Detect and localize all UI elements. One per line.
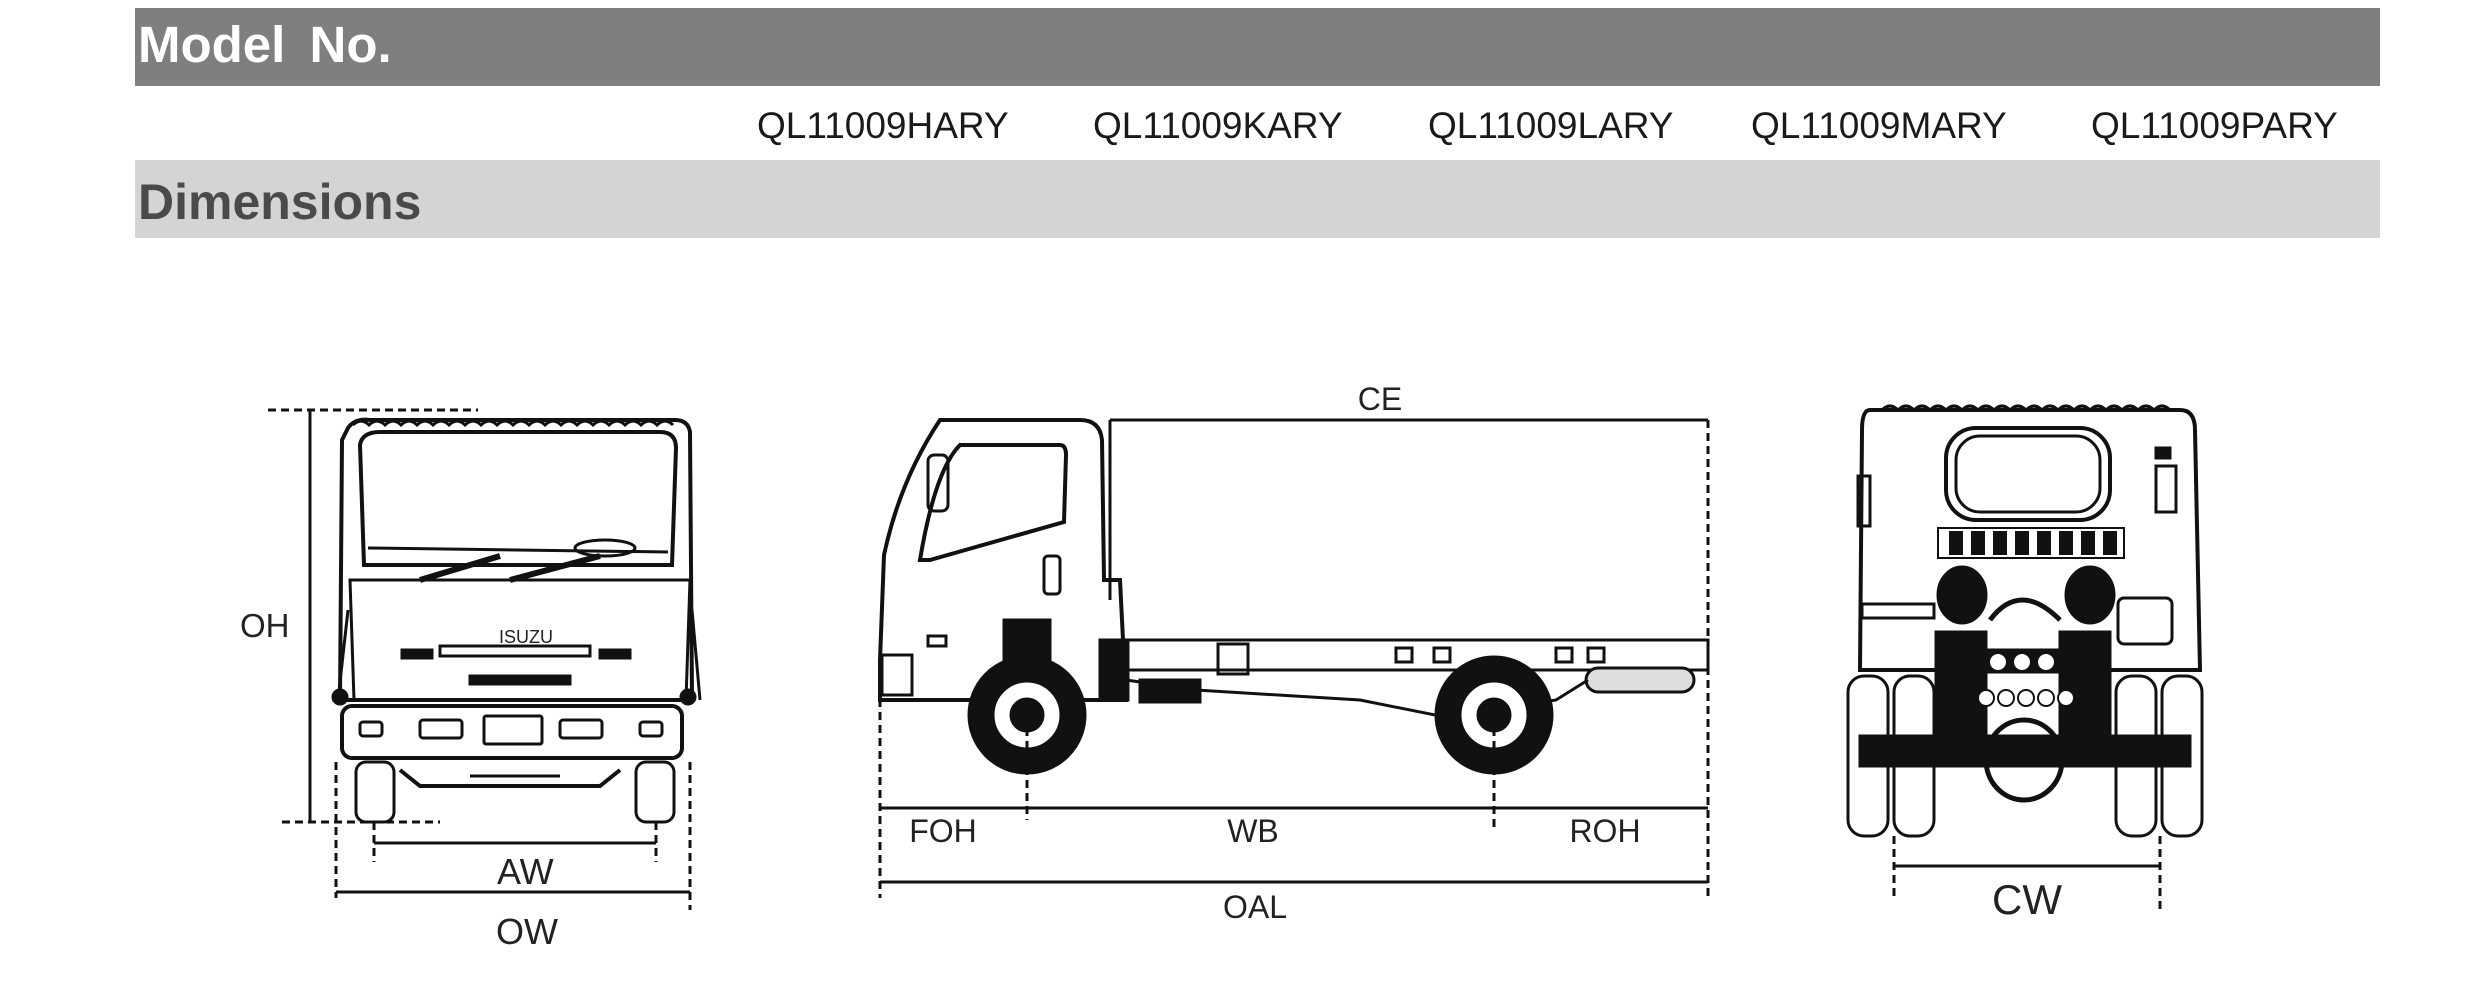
label-foh: FOH — [909, 813, 977, 849]
model-name-2: QL11009KARY — [1093, 105, 1343, 146]
model-header-bar — [135, 8, 2380, 86]
label-ow: OW — [496, 911, 558, 952]
model-name-1: QL11009HARY — [757, 105, 1009, 146]
model-name-5: QL11009PARY — [2091, 105, 2338, 146]
brand-badge: ISUZU — [499, 627, 553, 647]
model-header-title: Model No. — [138, 16, 392, 73]
model-name-4: QL11009MARY — [1751, 105, 2007, 146]
dimensions-section-title: Dimensions — [138, 174, 422, 230]
label-ce: CE — [1358, 381, 1402, 417]
label-wb: WB — [1227, 813, 1279, 849]
truck-side-view — [878, 418, 1710, 898]
label-aw: AW — [497, 851, 554, 892]
truck-front-view — [268, 408, 702, 910]
label-cw: CW — [1992, 876, 2062, 923]
truck-rear-view — [1846, 404, 2204, 910]
label-oh: OH — [240, 607, 290, 644]
model-name-3: QL11009LARY — [1428, 105, 1674, 146]
dimensions-section-bar — [135, 160, 2380, 238]
label-oal: OAL — [1223, 889, 1287, 925]
label-roh: ROH — [1569, 813, 1640, 849]
